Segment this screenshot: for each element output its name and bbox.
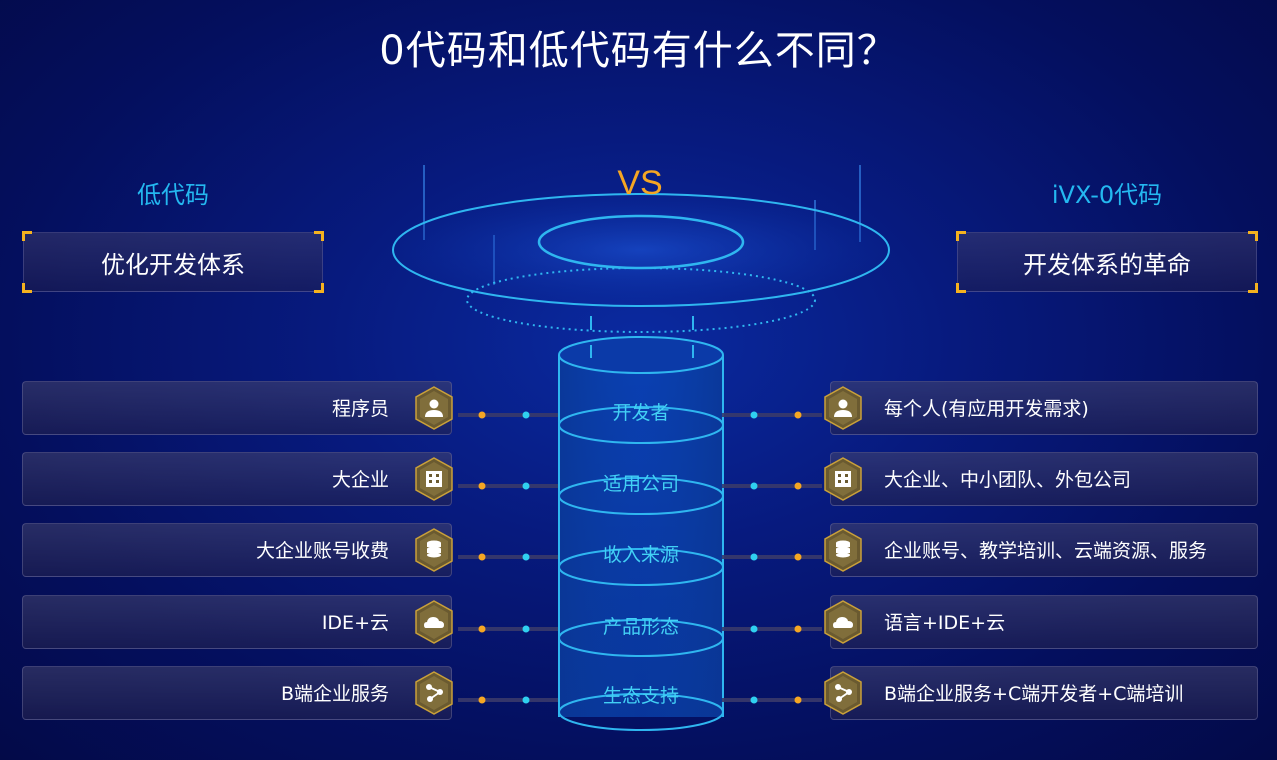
left-row-bar	[22, 595, 452, 649]
corner-bracket	[22, 283, 32, 293]
right-row-text: 语言+IDE+云	[884, 612, 1006, 634]
left-row-text: 程序员	[331, 398, 389, 420]
corner-bracket	[314, 283, 324, 293]
right-row-text: B端企业服务+C端开发者+C端培训	[884, 683, 1184, 705]
corner-bracket	[1248, 283, 1258, 293]
right-row-bar	[830, 452, 1258, 506]
ivx-label: iVX-0代码	[1051, 181, 1163, 209]
right-row-text: 企业账号、教学培训、云端资源、服务	[884, 540, 1208, 562]
left-row-text: 大企业账号收费	[255, 540, 389, 562]
corner-bracket	[956, 283, 966, 293]
ivx-box-text: 开发体系的革命	[1023, 250, 1191, 279]
connector-line	[722, 475, 822, 490]
right-row-text: 大企业、中小团队、外包公司	[884, 469, 1132, 491]
person-icon	[823, 385, 863, 431]
category-label: 生态支持	[602, 685, 679, 707]
low-code-box-text: 优化开发体系	[101, 250, 245, 279]
low-code-box: 优化开发体系	[22, 231, 324, 293]
corner-bracket	[1248, 231, 1258, 241]
left-row-text: 大企业	[331, 469, 389, 491]
right-row-bar	[830, 666, 1258, 720]
left-row-bar	[22, 381, 452, 435]
left-row-bar	[22, 452, 452, 506]
person-icon	[414, 385, 454, 431]
coins-icon	[414, 527, 454, 573]
right-row-text: 每个人(有应用开发需求)	[884, 398, 1089, 420]
building-icon	[823, 456, 863, 502]
connector-line	[722, 546, 822, 561]
connector-line	[458, 546, 558, 561]
cloud-icon	[823, 599, 863, 645]
left-row-text: B端企业服务	[280, 683, 389, 705]
connector-line	[458, 475, 558, 490]
vs-label: VS	[617, 164, 663, 202]
category-label: 开发者	[612, 402, 670, 424]
low-code-label: 低代码	[137, 181, 209, 209]
share-icon	[414, 670, 454, 716]
connector-line	[722, 618, 822, 633]
corner-bracket	[956, 231, 966, 241]
connector-line	[458, 618, 558, 633]
ivx-box: 开发体系的革命	[956, 231, 1258, 293]
left-row-text: IDE+云	[321, 612, 389, 634]
share-icon	[823, 670, 863, 716]
left-row-bar	[22, 666, 452, 720]
right-row-bar	[830, 595, 1258, 649]
category-label: 产品形态	[602, 616, 679, 638]
category-label: 适用公司	[602, 473, 679, 495]
connector-line	[458, 689, 558, 704]
right-row-bar	[830, 523, 1258, 577]
category-label: 收入来源	[602, 544, 679, 566]
coins-icon	[823, 527, 863, 573]
connector-line	[722, 404, 822, 419]
page-title: 0代码和低代码有什么不同？	[379, 28, 898, 74]
connector-line	[722, 689, 822, 704]
cloud-icon	[414, 599, 454, 645]
corner-bracket	[314, 231, 324, 241]
right-row-bar	[830, 381, 1258, 435]
corner-bracket	[22, 231, 32, 241]
connector-line	[458, 404, 558, 419]
building-icon	[414, 456, 454, 502]
